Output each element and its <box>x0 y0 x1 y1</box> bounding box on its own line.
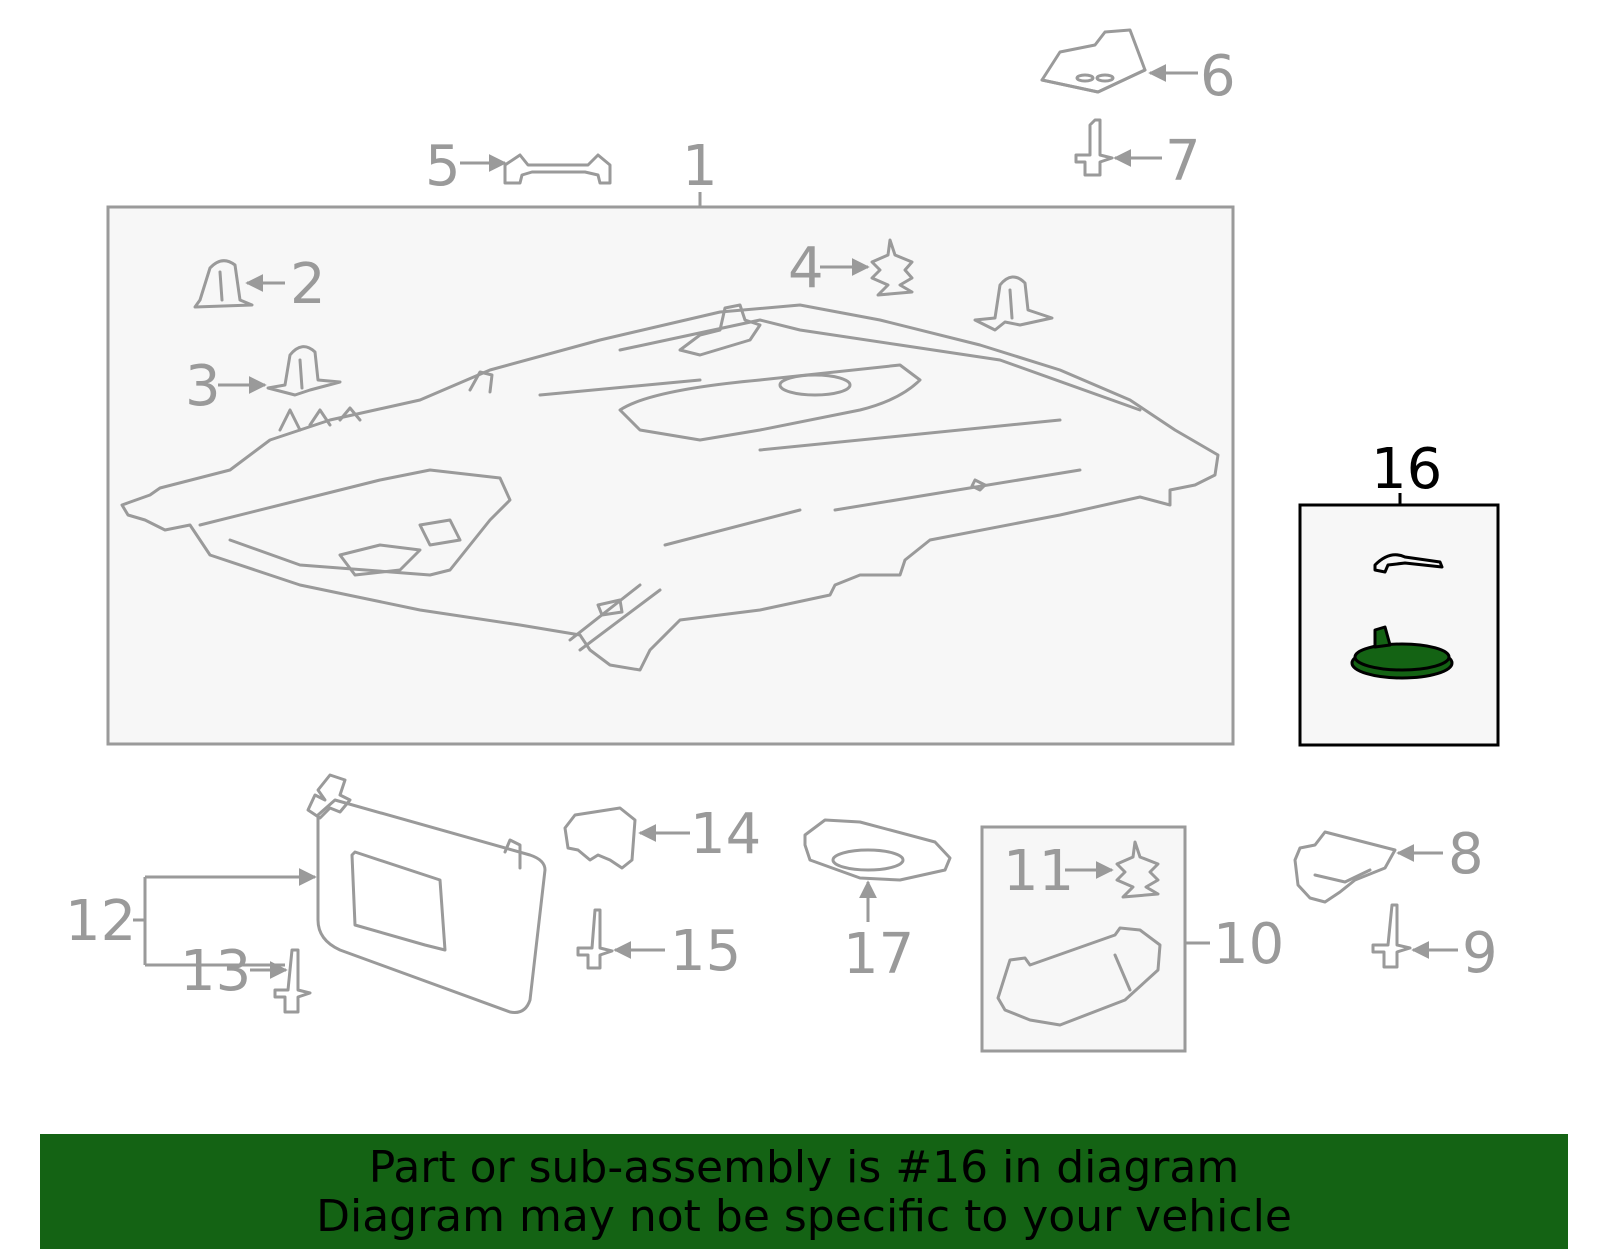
lamp-part-17[interactable] <box>803 818 952 882</box>
callout-3[interactable]: 3 <box>185 354 221 419</box>
handle-part-10[interactable] <box>996 926 1162 1027</box>
part-16-box <box>1298 503 1500 747</box>
sun-visor-part-12[interactable] <box>306 773 547 1014</box>
callout-14[interactable]: 14 <box>690 802 761 867</box>
callout-6[interactable]: 6 <box>1200 44 1236 109</box>
callout-1[interactable]: 1 <box>682 134 718 199</box>
headliner-box <box>106 205 1235 746</box>
banner-line-1: Part or sub-assembly is #16 in diagram <box>368 1141 1240 1193</box>
part-16-clip[interactable] <box>1373 553 1444 574</box>
screw-part-7[interactable] <box>1074 118 1114 177</box>
callout-9[interactable]: 9 <box>1462 921 1498 986</box>
callout-12[interactable]: 12 <box>65 889 136 954</box>
bracket-part-8[interactable] <box>1293 830 1397 904</box>
callout-10[interactable]: 10 <box>1213 912 1284 977</box>
clip-part-2[interactable] <box>193 259 254 309</box>
callout-4[interactable]: 4 <box>788 236 824 301</box>
callout-2[interactable]: 2 <box>290 252 326 317</box>
bracket-part-6[interactable] <box>1040 28 1147 94</box>
callout-16[interactable]: 16 <box>1371 437 1442 502</box>
banner-line-2: Diagram may not be specific to your vehi… <box>316 1190 1292 1242</box>
clip-part-3[interactable] <box>266 345 342 397</box>
part-16-cover[interactable] <box>1350 625 1454 680</box>
highlight-banner: Part or sub-assembly is #16 in diagram D… <box>40 1134 1568 1249</box>
callout-17[interactable]: 17 <box>843 922 914 987</box>
callout-5[interactable]: 5 <box>425 134 461 199</box>
screw-part-9[interactable] <box>1371 903 1412 969</box>
callout-7[interactable]: 7 <box>1165 129 1201 194</box>
callout-15[interactable]: 15 <box>670 919 741 984</box>
screw-part-13[interactable] <box>273 948 312 1014</box>
screw-part-15[interactable] <box>576 908 614 970</box>
bracket-part-5[interactable] <box>503 153 612 185</box>
push-pin-part-4[interactable] <box>870 238 914 297</box>
callout-8[interactable]: 8 <box>1448 822 1484 887</box>
callout-11[interactable]: 11 <box>1003 839 1074 904</box>
callout-13[interactable]: 13 <box>180 939 251 1004</box>
headliner-panel[interactable] <box>120 303 1220 672</box>
clip-part[interactable] <box>973 275 1054 332</box>
bracket-part-14[interactable] <box>563 806 637 870</box>
push-pin-part-11[interactable] <box>1115 840 1160 899</box>
